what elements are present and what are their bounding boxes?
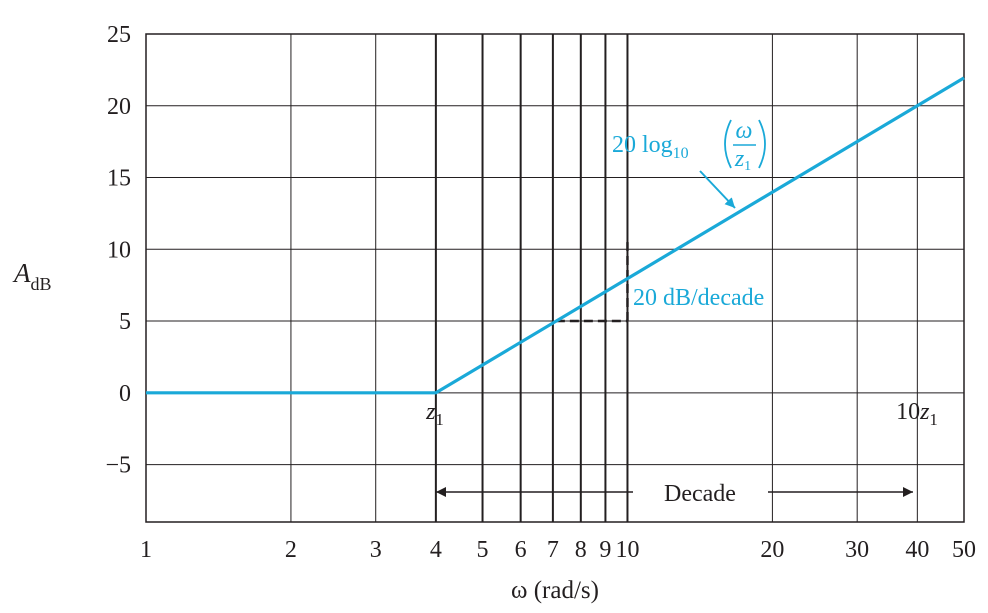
series-line — [146, 76, 965, 395]
gridlines — [145, 33, 965, 522]
x-axis-label: ω (rad/s) — [511, 577, 599, 604]
formula-func: log — [642, 132, 673, 158]
x-tick-label: 2 — [285, 537, 297, 563]
slope-label: 20 dB/decade — [633, 285, 764, 311]
y-tick-label: 10 — [107, 237, 131, 263]
x-tick-label: 1 — [140, 537, 152, 563]
y-tick-labels: −5 0 5 10 15 20 25 — [105, 22, 131, 479]
x-tick-label: 6 — [515, 537, 527, 563]
tenz1-prefix: 10 — [896, 399, 920, 425]
x-tick-label: 9 — [599, 537, 611, 563]
z1-label: z1 — [425, 399, 444, 429]
series-layer — [146, 76, 965, 395]
y-tick-label: 0 — [119, 381, 131, 407]
x-tick-label: 30 — [845, 537, 869, 563]
formula-base: 10 — [673, 145, 689, 162]
formula-coef: 20 — [612, 132, 636, 158]
tenz1-label: 10z1 — [896, 399, 938, 429]
formula-coef-log: 20 log10 — [612, 132, 689, 162]
x-tick-label: 8 — [575, 537, 587, 563]
formula-denominator: z1 — [734, 146, 751, 174]
x-tick-label: 4 — [430, 537, 442, 563]
z1-var: z — [425, 399, 436, 425]
x-tick-label: 3 — [370, 537, 382, 563]
decade-label: Decade — [664, 481, 736, 507]
y-axis-label-sub: dB — [31, 274, 52, 294]
x-tick-label: 10 — [615, 537, 639, 563]
formula-pointer-arrow — [699, 170, 736, 209]
tenz1-var: z — [919, 399, 930, 425]
formula-numerator: ω — [736, 118, 753, 144]
decade-arrow: Decade — [436, 481, 913, 507]
formula-denominator-sub: 1 — [744, 159, 751, 174]
y-tick-label: 15 — [107, 166, 131, 192]
plot-frame — [145, 33, 965, 523]
y-tick-label: 20 — [107, 94, 131, 120]
x-tick-label: 20 — [760, 537, 784, 563]
y-tick-label: 5 — [119, 309, 131, 335]
slope-marker — [555, 242, 629, 323]
tenz1-sub: 1 — [929, 410, 938, 429]
x-tick-label: 7 — [547, 537, 559, 563]
y-axis-label-main: A — [12, 258, 31, 288]
formula-denominator-var: z — [734, 146, 745, 172]
y-tick-label: 25 — [107, 22, 131, 48]
formula-paren-left — [724, 119, 732, 169]
x-tick-label: 5 — [477, 537, 489, 563]
y-tick-label: −5 — [105, 453, 131, 479]
x-tick-label: 50 — [952, 537, 976, 563]
formula-annotation: 20 log10 ω z1 — [612, 118, 766, 209]
x-tick-label: 40 — [905, 537, 929, 563]
z1-sub: 1 — [435, 410, 444, 429]
formula-paren-right — [758, 119, 766, 169]
y-axis-label: AdB — [12, 258, 52, 294]
